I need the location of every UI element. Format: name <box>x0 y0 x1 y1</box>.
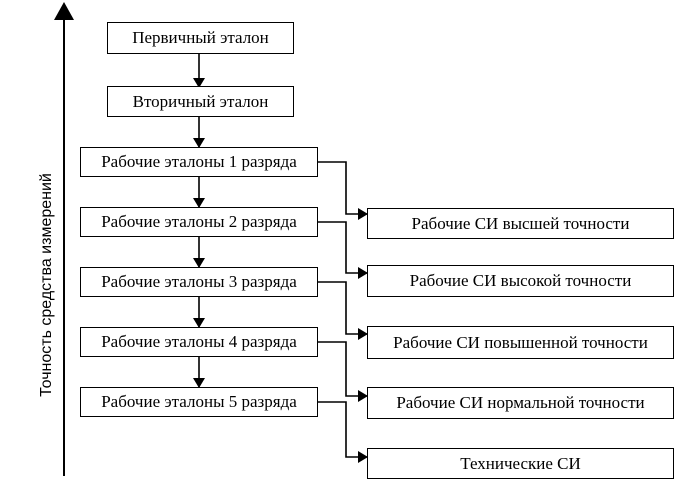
working-standard-rank1-box: Рабочие эталоны 1 разряда <box>80 147 318 177</box>
connector-rank3-to-increased <box>318 281 368 340</box>
secondary-standard-box: Вторичный эталон <box>107 86 294 117</box>
working-standard-rank4-box: Рабочие эталоны 4 разряда <box>80 327 318 357</box>
connector-rank4-to-normal <box>318 341 368 402</box>
technical-instrument-box: Технические СИ <box>367 448 674 479</box>
working-standard-rank5-box: Рабочие эталоны 5 разряда <box>80 387 318 417</box>
primary-standard-box: Первичный эталон <box>107 22 294 54</box>
instrument-normal-accuracy-box: Рабочие СИ нормальной точности <box>367 387 674 419</box>
instrument-increased-accuracy-box: Рабочие СИ повышенной точности <box>367 326 674 359</box>
connector-rank2-to-high <box>318 221 368 279</box>
connector-rank5-to-technical <box>318 401 368 463</box>
connector-rank1-to-highest <box>318 161 368 220</box>
working-standard-rank3-box: Рабочие эталоны 3 разряда <box>80 267 318 297</box>
working-standard-rank2-box: Рабочие эталоны 2 разряда <box>80 207 318 237</box>
axis-label: Точность средства измерений <box>38 173 55 397</box>
instrument-high-accuracy-box: Рабочие СИ высокой точности <box>367 265 674 297</box>
instrument-highest-accuracy-box: Рабочие СИ высшей точности <box>367 208 674 239</box>
